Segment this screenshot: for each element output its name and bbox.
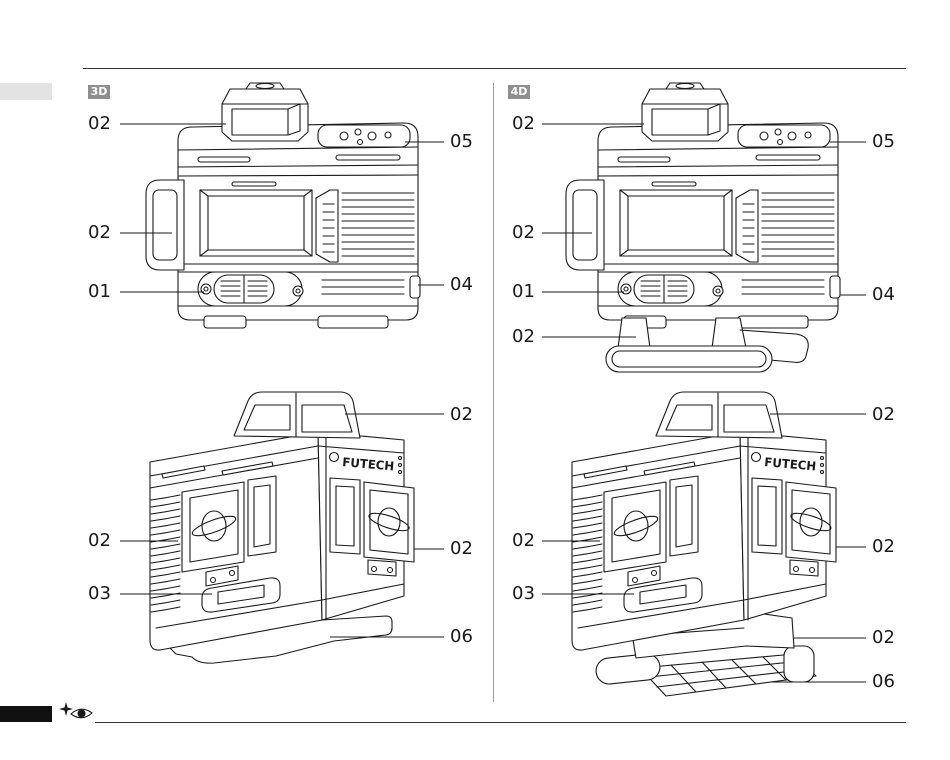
callout-label: 05 [450, 131, 473, 153]
callout-label: 02 [872, 536, 895, 558]
callout-label: 02 [512, 222, 535, 244]
callout-label: 02 [88, 113, 111, 135]
callout-label: 02 [512, 530, 535, 552]
callout-label: 02 [450, 538, 473, 560]
device-3d-front-view [146, 83, 420, 328]
callout-label: 02 [512, 113, 535, 135]
callout-label: 02 [450, 404, 473, 426]
callout-label: 02 [872, 404, 895, 426]
callout-label: 01 [88, 281, 111, 303]
model-badge-3d: 3D [88, 85, 110, 99]
callout-label: 03 [512, 583, 535, 605]
callout-label: 02 [872, 627, 895, 649]
callout-label: 06 [450, 626, 473, 648]
callout-label: 01 [512, 281, 535, 303]
callout-label: 06 [872, 671, 895, 693]
callout-label: 02 [88, 222, 111, 244]
device-4d-perspective-view [572, 392, 836, 650]
callout-label: 02 [88, 530, 111, 552]
device-3d-perspective-view [150, 392, 414, 650]
callout-label: 04 [450, 274, 473, 296]
callout-label: 04 [872, 284, 895, 306]
callout-label: 03 [88, 583, 111, 605]
callout-label: 05 [872, 131, 895, 153]
stand-roller-right [784, 646, 814, 682]
laser-eye-icon [59, 702, 92, 718]
device-4d-front-view [566, 83, 840, 328]
model-badge-4d: 4D [508, 85, 530, 99]
brand-mark-icon [330, 453, 339, 462]
brand-mark-icon [752, 453, 761, 462]
callout-label: 02 [512, 326, 535, 348]
